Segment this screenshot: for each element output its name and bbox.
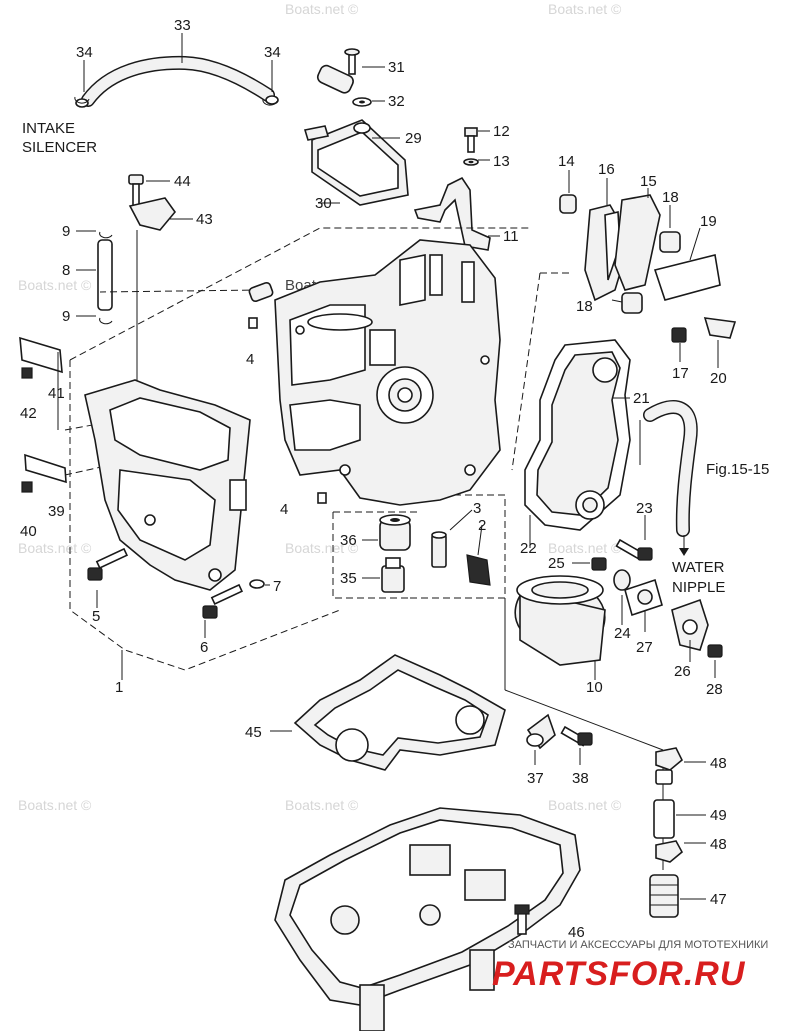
callout-22: 22 (520, 540, 537, 557)
callout-23: 23 (636, 500, 653, 517)
watermark: Boats.net © (18, 797, 92, 813)
callout-3: 3 (473, 500, 481, 517)
callout-12: 12 (493, 123, 510, 140)
callout-47: 47 (710, 891, 727, 908)
callout-24: 24 (614, 625, 631, 642)
hose-33 (75, 33, 279, 108)
thermostat-parts (540, 170, 737, 368)
callout-6: 6 (200, 639, 208, 656)
gasket-21 (524, 339, 631, 548)
callout-42: 42 (20, 405, 37, 422)
callout-46: 46 (568, 924, 585, 941)
oil-filter-10 (514, 575, 606, 680)
parts-35-36-2-3 (362, 509, 491, 593)
exhaust-cover-left (19, 336, 251, 591)
callout-7: 7 (273, 578, 281, 595)
callout-27: 27 (636, 639, 653, 656)
callout-15: 15 (640, 173, 657, 190)
callout-26: 26 (674, 663, 691, 680)
callout-48: 48 (710, 755, 727, 772)
callout-17: 17 (672, 365, 689, 382)
clip-34-right (262, 60, 278, 106)
callout-41: 41 (48, 385, 65, 402)
callout-36: 36 (340, 532, 357, 549)
callout-16: 16 (598, 161, 615, 178)
callout-45: 45 (245, 724, 262, 741)
callout-39: 39 (48, 503, 65, 520)
callout-29: 29 (405, 130, 422, 147)
callout-4: 4 (280, 501, 288, 518)
callout-5: 5 (92, 608, 100, 625)
parts-23-28 (572, 515, 723, 678)
callout-18: 18 (576, 298, 593, 315)
parts-37-38 (526, 713, 593, 765)
watermark: Boats.net © (548, 797, 622, 813)
hose-water-nipple (639, 400, 698, 556)
callout-33: 33 (174, 17, 191, 34)
cover-29-30 (303, 48, 409, 206)
watermark: Boats.net © (285, 1, 359, 17)
callout-25: 25 (548, 555, 565, 572)
callout-32: 32 (388, 93, 405, 110)
callout-9: 9 (62, 223, 70, 240)
clip-34-left (74, 60, 90, 104)
watermark: Boats.net © (285, 540, 359, 556)
cylinder-block (248, 239, 501, 506)
callout-9: 9 (62, 308, 70, 325)
callout-18: 18 (662, 189, 679, 206)
bolts-5-6-7 (87, 547, 270, 638)
callout-11: 11 (503, 228, 519, 245)
callout-21: 21 (633, 390, 650, 407)
callout-2: 2 (478, 517, 486, 534)
callout-37: 37 (527, 770, 544, 787)
callout-35: 35 (340, 570, 357, 587)
callout-30: 30 (315, 195, 332, 212)
watermark: Boats.net © (548, 540, 622, 556)
callout-28: 28 (706, 681, 723, 698)
callout-1: 1 (115, 679, 123, 696)
callout-10: 10 (586, 679, 603, 696)
callout-31: 31 (388, 59, 405, 76)
callout-8: 8 (62, 262, 70, 279)
callout-20: 20 (710, 370, 727, 387)
callout-43: 43 (196, 211, 213, 228)
watermark: Boats.net © (285, 797, 359, 813)
callout-44: 44 (174, 173, 191, 190)
callout-40: 40 (20, 523, 37, 540)
fig-ref-label: Fig.15-15 (706, 461, 769, 478)
callout-19: 19 (700, 213, 717, 230)
silencer-label: SILENCER (22, 139, 97, 156)
partsfor-logo: ЗАПЧАСТИ И АКСЕССУАРЫ ДЛЯ МОТОТЕХНИКИ PA… (492, 939, 768, 993)
callout-34: 34 (76, 44, 93, 61)
callout-38: 38 (572, 770, 589, 787)
callout-14: 14 (558, 153, 575, 170)
callout-48: 48 (710, 836, 727, 853)
water-label: WATER (672, 559, 725, 576)
callout-4: 4 (246, 351, 254, 368)
watermark: Boats.net © (18, 277, 92, 293)
watermark: Boats.net © (18, 540, 92, 556)
parts-44-43-8-9 (76, 174, 193, 390)
bracket-11 (413, 127, 500, 251)
intake-label: INTAKE (22, 120, 75, 137)
brand-subtitle: ЗАПЧАСТИ И АКСЕССУАРЫ ДЛЯ МОТОТЕХНИКИ (508, 939, 768, 951)
watermark: Boats.net © (548, 1, 622, 17)
callout-34: 34 (264, 44, 281, 61)
oil-pan-46 (274, 807, 581, 1031)
filter-stack-47-49 (504, 598, 706, 918)
callout-49: 49 (710, 807, 727, 824)
nipple-label: NIPPLE (672, 579, 725, 596)
gasket-45 (270, 654, 506, 771)
brand-name: PARTSFOR.RU (492, 955, 746, 993)
annotation-labels: INTAKE SILENCER Fig.15-15 WATER NIPPLE (22, 120, 769, 596)
callout-numbers: 33 34 34 31 32 29 12 13 11 30 44 43 9 8 … (20, 17, 727, 941)
callout-13: 13 (493, 153, 510, 170)
